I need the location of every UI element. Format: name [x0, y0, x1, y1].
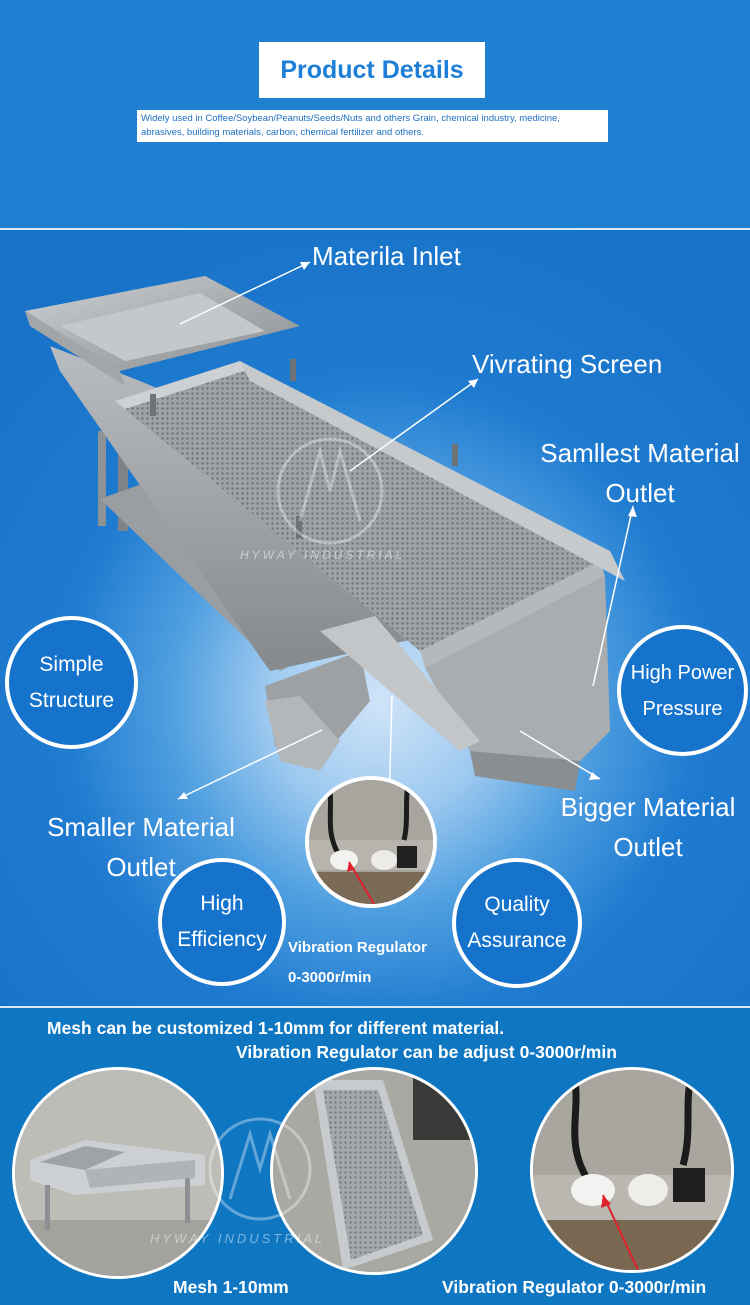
- label-smaller-line2: Outlet: [106, 852, 176, 882]
- label-vibrating-screen: Vivrating Screen: [472, 349, 663, 379]
- regulator-label: Vibration Regulator: [288, 939, 427, 956]
- label-smallest-outlet: Samllest Material Outlet: [530, 433, 750, 513]
- regulator-photo: [305, 776, 437, 908]
- badge-power-line1: High Power: [630, 661, 735, 684]
- machine-illustration: [25, 261, 637, 807]
- label-smallest-line2: Outlet: [605, 478, 675, 508]
- description: Widely used in Coffee/Soybean/Peanuts/Se…: [137, 110, 608, 142]
- watermark-text: HYWAY INDUSTRIAL: [240, 548, 406, 562]
- label-smallest-line1: Samllest Material: [540, 438, 740, 468]
- divider: [0, 228, 750, 230]
- mesh-machine-illustration: [15, 1070, 221, 1276]
- badge-quality-line1: Quality: [484, 893, 550, 916]
- mesh-screen-illustration: [273, 1070, 475, 1272]
- title-box: Product Details: [259, 42, 485, 98]
- label-bigger-line1: Bigger Material: [560, 792, 736, 822]
- label-smaller-line1: Smaller Material: [47, 812, 235, 842]
- badge-high-power-pressure: High Power Pressure: [617, 625, 748, 756]
- caption-mesh: Mesh 1-10mm: [173, 1277, 289, 1297]
- photo-mesh-screen: [270, 1067, 478, 1275]
- label-bigger-line2: Outlet: [613, 832, 683, 862]
- divider-bottom: [0, 1006, 750, 1008]
- regulator-illustration: [309, 780, 433, 904]
- photo-mesh-machine: [12, 1067, 224, 1279]
- caption-regulator: Vibration Regulator 0-3000r/min: [442, 1277, 707, 1297]
- product-diagram: HYWAY INDUSTRIAL Materila Inlet Vivratin…: [0, 231, 750, 1006]
- watermark-logo-icon-bottom: [208, 1117, 312, 1221]
- badge-quality-assurance: Quality Assurance: [452, 858, 582, 988]
- badge-simple-structure: Simple Structure: [5, 616, 138, 749]
- badge-power-line2: Pressure: [642, 697, 723, 720]
- badge-high-efficiency: High Efficiency: [158, 858, 286, 986]
- note-regulator: Vibration Regulator can be adjust 0-3000…: [236, 1042, 617, 1062]
- badge-simple-line2: Structure: [28, 688, 115, 712]
- watermark-text-bottom: HYWAY INDUSTRIAL: [150, 1231, 326, 1246]
- bottom-section: Mesh can be customized 1-10mm for differ…: [0, 1009, 750, 1305]
- badge-efficiency-line2: Efficiency: [177, 928, 267, 951]
- photo-regulator: [530, 1067, 734, 1273]
- label-smaller-outlet: Smaller Material Outlet: [35, 807, 247, 887]
- watermark-logo-icon: [276, 437, 384, 545]
- regulator-speed: 0-3000r/min: [288, 969, 372, 986]
- regulator-closeup-illustration: [533, 1070, 731, 1270]
- page-title: Product Details: [280, 55, 464, 84]
- label-material-inlet: Materila Inlet: [312, 241, 461, 271]
- note-mesh: Mesh can be customized 1-10mm for differ…: [47, 1018, 505, 1038]
- label-bigger-outlet: Bigger Material Outlet: [548, 787, 748, 867]
- badge-efficiency-line1: High: [200, 892, 244, 915]
- badge-quality-line2: Assurance: [467, 929, 567, 952]
- badge-simple-line1: Simple: [39, 652, 104, 676]
